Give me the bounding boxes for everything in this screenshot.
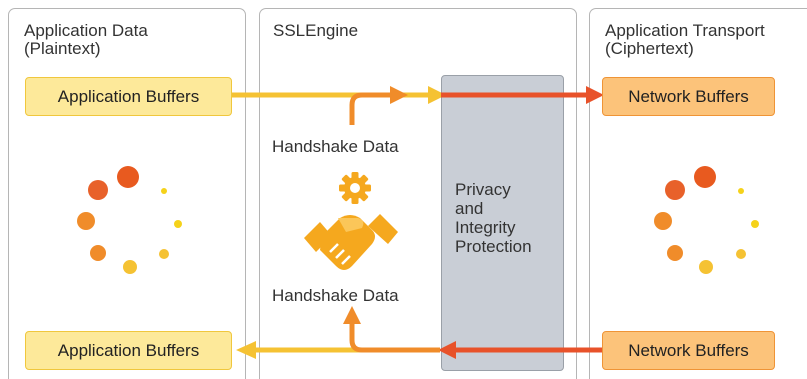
application-buffers-top[interactable]: Application Buffers [25,77,232,116]
application-transport-title: Application Transport (Ciphertext) [605,21,765,58]
network-buffers-bottom[interactable]: Network Buffers [602,331,775,370]
application-transport-panel [589,8,807,379]
network-buffers-top[interactable]: Network Buffers [602,77,775,116]
application-data-title: Application Data (Plaintext) [24,21,148,58]
activity-spinner-icon [654,166,759,274]
handshake-data-label-bottom: Handshake Data [272,286,399,305]
inbound-arrow [236,341,604,359]
handshake-up-arrow [349,86,408,125]
gear-icon [339,172,371,204]
privacy-integrity-label: Privacy and Integrity Protection [455,180,532,256]
application-buffers-bottom[interactable]: Application Buffers [25,331,232,370]
handshake-data-label-top: Handshake Data [272,137,399,156]
outbound-arrow [232,86,604,104]
handshake-down-arrow [343,306,402,353]
application-data-panel [8,8,246,379]
ssl-engine-title: SSLEngine [273,21,359,40]
activity-spinner-icon [77,166,182,274]
handshake-icon [304,214,398,270]
privacy-integrity-block: Privacy and Integrity Protection [441,75,564,371]
